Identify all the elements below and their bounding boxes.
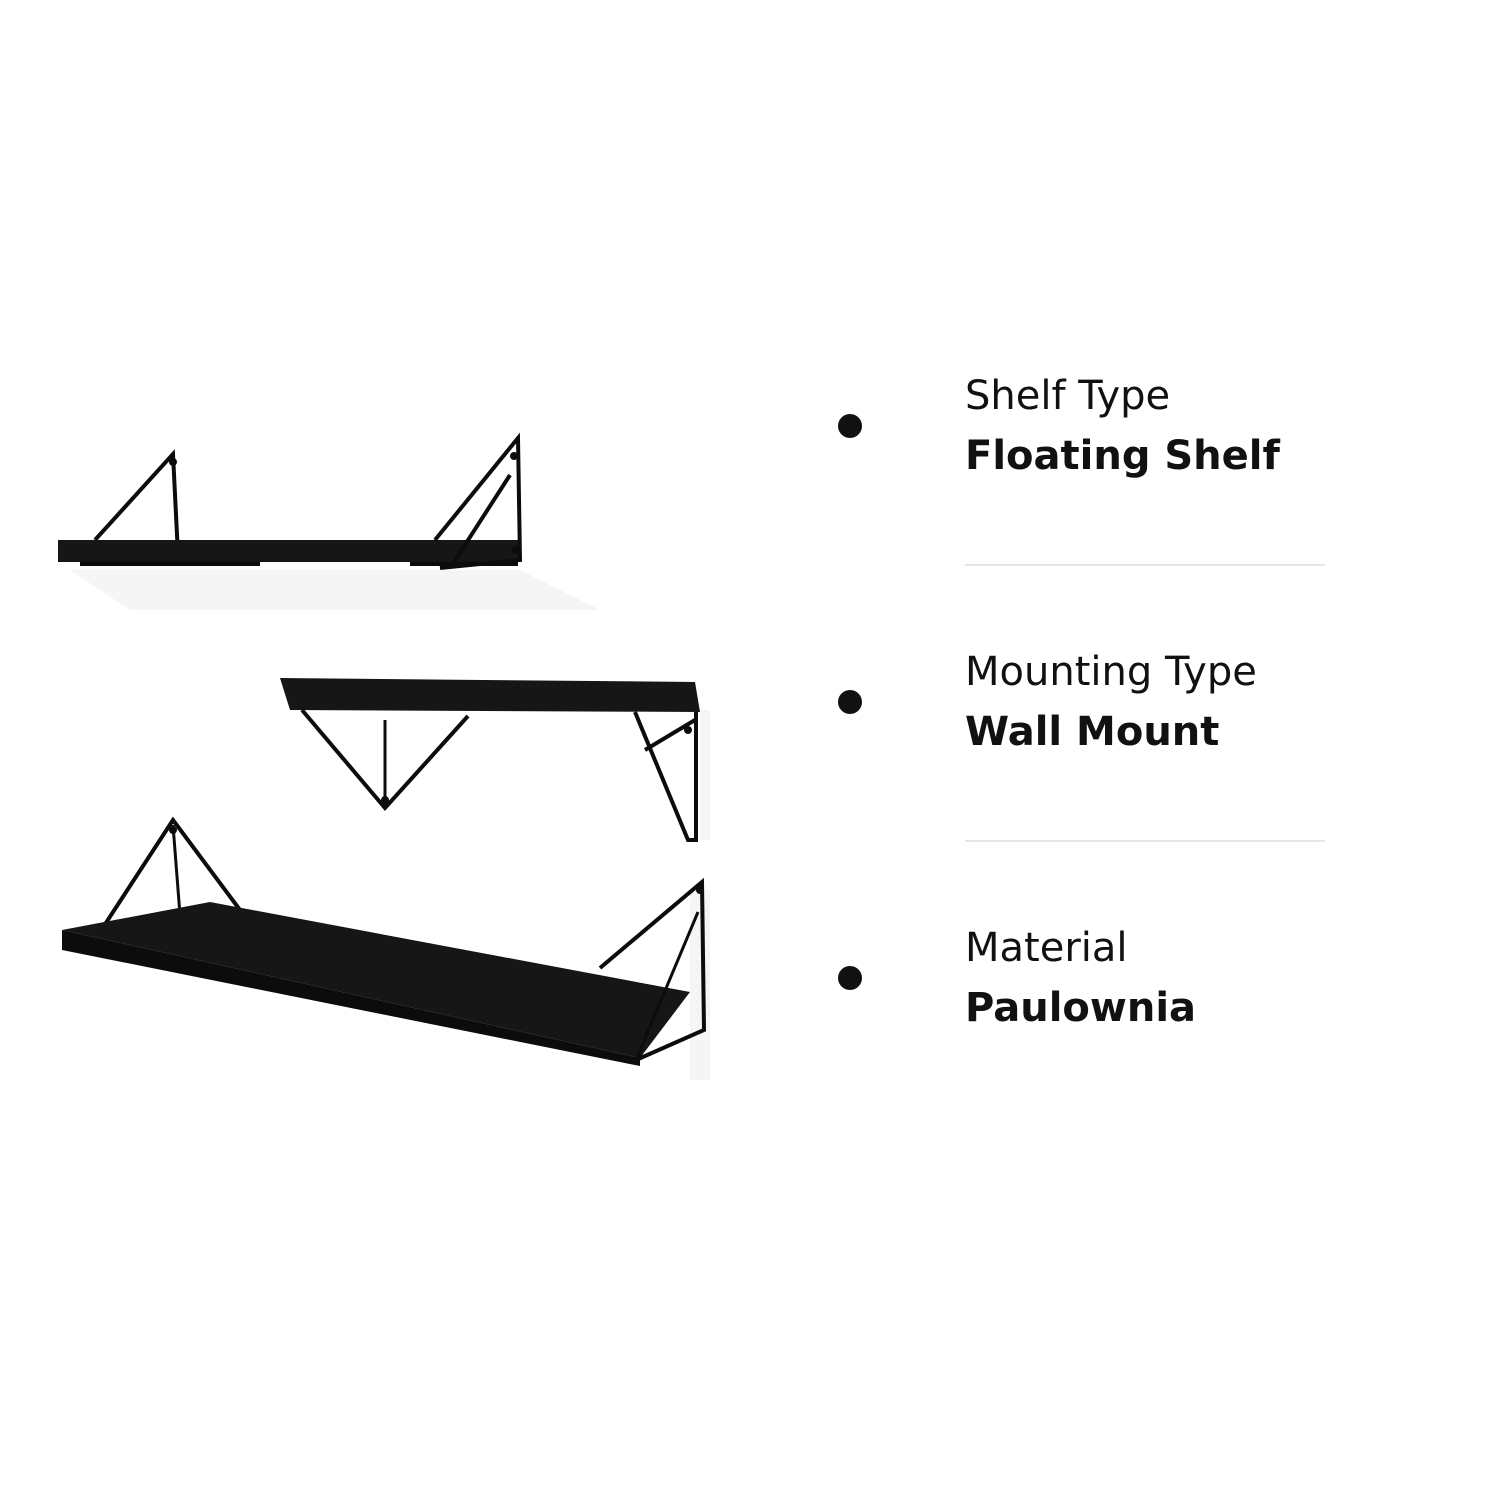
bracket-middle-right (633, 711, 698, 842)
spec-label: Mounting Type (965, 649, 1257, 695)
bracket-bottom-left (98, 816, 242, 934)
spec-row-mounting-type: Mounting Type Wall Mount (820, 636, 1340, 776)
product-image (40, 420, 730, 1100)
divider (965, 840, 1325, 842)
spec-value: Floating Shelf (965, 433, 1280, 479)
bracket-bottom-right (598, 877, 707, 1062)
spec-row-shelf-type: Shelf Type Floating Shelf (820, 360, 1340, 500)
spec-row-material: Material Paulownia (820, 912, 1340, 1052)
shelf-middle (280, 678, 700, 842)
spec-value: Paulownia (965, 985, 1197, 1031)
divider (965, 564, 1325, 566)
spec-value: Wall Mount (965, 709, 1220, 755)
spec-label: Material (965, 925, 1128, 971)
spec-label: Shelf Type (965, 373, 1171, 419)
shelf-bottom (62, 816, 707, 1066)
floating-shelves-icon (58, 432, 710, 1080)
shelf-top (58, 432, 523, 570)
bullet-icon (838, 690, 862, 714)
bullet-icon (838, 966, 862, 990)
bracket-top-right (433, 432, 523, 570)
bullet-icon (838, 414, 862, 438)
bracket-top-left (93, 449, 180, 556)
bracket-middle-left (300, 708, 470, 812)
